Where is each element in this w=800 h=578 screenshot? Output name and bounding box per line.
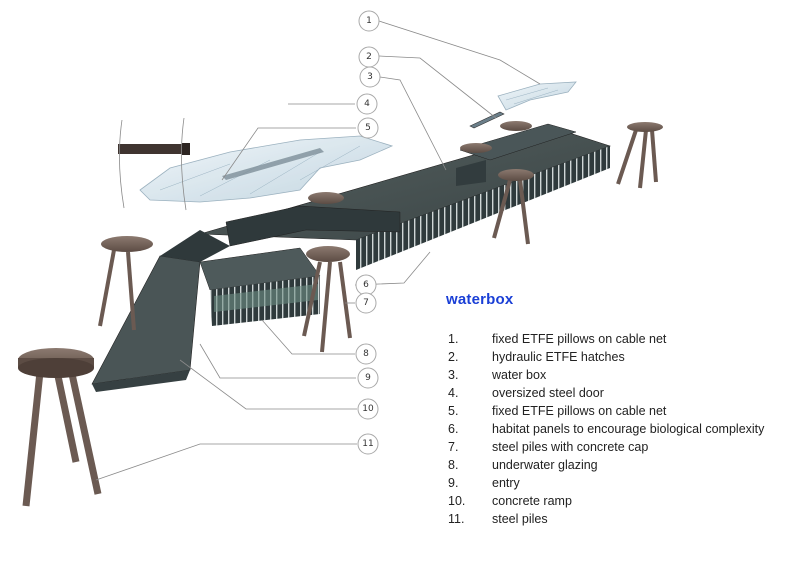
hydraulic-hatch xyxy=(469,111,505,129)
callout-markers: 1 2 3 4 5 6 7 8 9 10 11 xyxy=(355,10,381,455)
legend-item: 10.concrete ramp xyxy=(448,494,572,508)
legend-item: 7.steel piles with concrete cap xyxy=(448,440,649,454)
svg-text:9: 9 xyxy=(365,373,371,383)
svg-text:8: 8 xyxy=(363,349,369,359)
legend-item: 11.steel piles xyxy=(448,512,548,526)
concrete-ramp xyxy=(91,230,230,392)
svg-text:5: 5 xyxy=(365,123,371,133)
svg-text:2: 2 xyxy=(366,52,372,62)
callout-3: 3 xyxy=(359,66,381,88)
legend-list: 1.fixed ETFE pillows on cable net 2.hydr… xyxy=(448,330,764,528)
svg-text:7: 7 xyxy=(363,298,369,308)
legend-item: 3.water box xyxy=(448,368,547,382)
callout-11: 11 xyxy=(357,433,379,455)
legend-item: 6.habitat panels to encourage biological… xyxy=(448,422,765,436)
habitat-panels-box xyxy=(199,247,321,326)
leader-lines xyxy=(95,20,541,481)
svg-text:6: 6 xyxy=(363,280,369,290)
legend-item: 8.underwater glazing xyxy=(448,458,598,472)
callout-7: 7 xyxy=(355,292,377,314)
water-box-deck xyxy=(199,123,611,270)
legend-item: 2.hydraulic ETFE hatches xyxy=(448,350,625,364)
svg-text:3: 3 xyxy=(367,72,373,82)
callout-8: 8 xyxy=(355,343,377,365)
steel-door xyxy=(118,117,190,211)
svg-text:1: 1 xyxy=(366,16,372,26)
callout-6: 6 xyxy=(355,274,377,296)
svg-text:11: 11 xyxy=(362,439,373,449)
callout-10: 10 xyxy=(357,398,379,420)
legend-item: 4.oversized steel door xyxy=(448,386,604,400)
callout-5: 5 xyxy=(357,117,379,139)
svg-text:4: 4 xyxy=(364,99,370,109)
legend-item: 9.entry xyxy=(448,476,520,490)
callout-4: 4 xyxy=(356,93,378,115)
legend-item: 1.fixed ETFE pillows on cable net xyxy=(448,332,667,346)
svg-text:10: 10 xyxy=(362,404,374,414)
etfe-pillows-upper xyxy=(497,81,577,111)
etfe-pillows-lower xyxy=(139,135,394,203)
legend-title: waterbox xyxy=(446,291,514,308)
callout-9: 9 xyxy=(357,367,379,389)
legend-item: 5.fixed ETFE pillows on cable net xyxy=(448,404,667,418)
steel-piles xyxy=(18,121,663,507)
callout-1: 1 xyxy=(358,10,380,32)
callout-2: 2 xyxy=(358,46,380,68)
